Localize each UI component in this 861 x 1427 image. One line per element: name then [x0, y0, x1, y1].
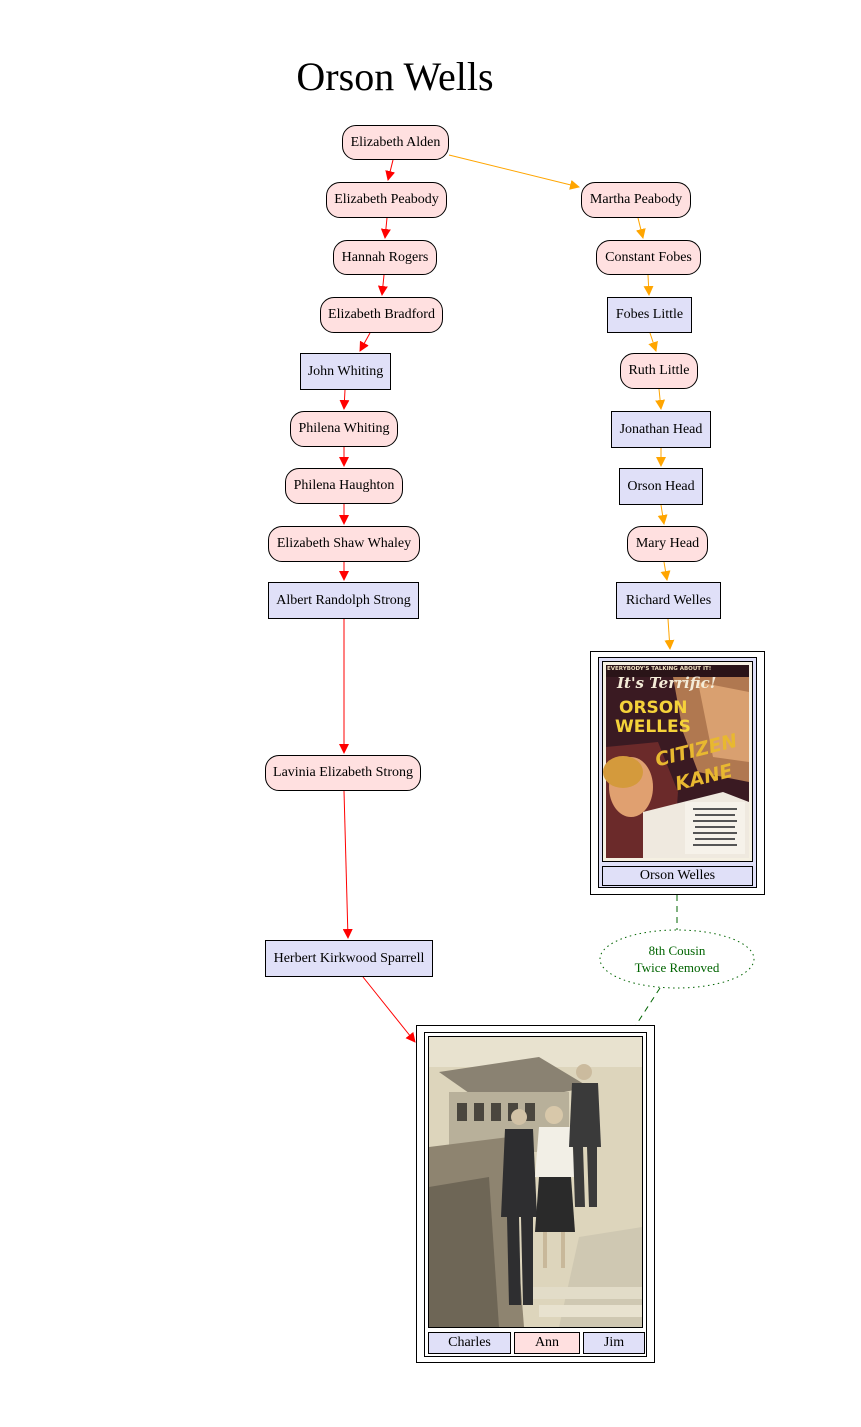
poster-script: It's Terrific! — [617, 674, 717, 692]
poster-caption: Orson Welles — [602, 866, 753, 886]
left-node-elizabeth-peabody[interactable]: Elizabeth Peabody — [326, 182, 447, 218]
figure-ann — [535, 1106, 575, 1268]
left-node-albert-randolph-strong[interactable]: Albert Randolph Strong — [268, 582, 419, 619]
figure-jim — [569, 1064, 601, 1207]
relationship-label: 8th Cousin Twice Removed — [600, 930, 754, 988]
relation-ellipse — [599, 929, 755, 989]
red-edge-2 — [377, 274, 388, 296]
family-photo-frame: Charles Ann Jim — [424, 1032, 647, 1357]
right-node-mary-head[interactable]: Mary Head — [627, 526, 708, 562]
citizen-kane-poster: EVERYBODY'S TALKING ABOUT IT! It's Terri… — [602, 661, 753, 862]
family-photo-node[interactable]: Charles Ann Jim — [416, 1025, 655, 1363]
right-node-jonathan-head[interactable]: Jonathan Head — [611, 411, 711, 448]
left-node-john-whiting[interactable]: John Whiting — [300, 353, 391, 390]
orange-edge-1 — [635, 217, 646, 239]
right-node-richard-welles[interactable]: Richard Welles — [616, 582, 721, 619]
orange-edge-0 — [448, 154, 580, 190]
relationship-line-1: 8th Cousin — [648, 943, 706, 958]
red-edge-1 — [380, 217, 391, 239]
red-edge-3 — [359, 332, 371, 352]
relationship-line-2: Twice Removed — [634, 960, 720, 975]
caption-charles: Charles — [428, 1332, 511, 1354]
orange-edge-2 — [643, 274, 654, 296]
left-node-philena-whiting[interactable]: Philena Whiting — [290, 411, 398, 447]
orange-edge-4 — [655, 388, 666, 410]
left-node-herbert-kirkwood-sparrell[interactable]: Herbert Kirkwood Sparrell — [265, 940, 433, 977]
caption-ann: Ann — [514, 1332, 580, 1354]
right-node-martha-peabody[interactable]: Martha Peabody — [581, 182, 691, 218]
left-node-philena-haughton[interactable]: Philena Haughton — [285, 468, 403, 504]
poster-star-first: ORSON — [619, 698, 688, 718]
chart-title: Orson Wells — [296, 54, 494, 99]
right-node-constant-fobes[interactable]: Constant Fobes — [596, 240, 701, 275]
orange-edge-7 — [660, 561, 671, 581]
poster-node-frame: EVERYBODY'S TALKING ABOUT IT! It's Terri… — [598, 657, 757, 888]
left-node-lavinia-elizabeth-strong[interactable]: Lavinia Elizabeth Strong — [265, 755, 421, 791]
right-node-fobes-little[interactable]: Fobes Little — [607, 297, 692, 333]
left-node-elizabeth-alden[interactable]: Elizabeth Alden — [342, 125, 449, 160]
poster-star-last: WELLES — [615, 717, 691, 737]
left-node-hannah-rogers[interactable]: Hannah Rogers — [333, 240, 437, 275]
orange-edge-6 — [657, 504, 668, 525]
orange-edge-8 — [664, 618, 675, 650]
right-node-ruth-little[interactable]: Ruth Little — [620, 353, 698, 389]
left-node-elizabeth-bradford[interactable]: Elizabeth Bradford — [320, 297, 443, 333]
red-edge-10 — [362, 976, 416, 1043]
figure-charles — [501, 1109, 537, 1305]
poster-tagline: EVERYBODY'S TALKING ABOUT IT! — [607, 666, 712, 672]
left-node-elizabeth-shaw-whaley[interactable]: Elizabeth Shaw Whaley — [268, 526, 420, 562]
family-photograph — [428, 1036, 643, 1328]
caption-jim: Jim — [583, 1332, 645, 1354]
red-edge-0 — [385, 159, 396, 181]
red-edge-9 — [342, 790, 353, 939]
orange-edge-3 — [648, 332, 658, 352]
relation-edge-lower — [635, 987, 661, 1026]
orson-welles-node[interactable]: EVERYBODY'S TALKING ABOUT IT! It's Terri… — [590, 651, 765, 895]
red-edge-4 — [339, 389, 350, 410]
right-node-orson-head[interactable]: Orson Head — [619, 468, 703, 505]
